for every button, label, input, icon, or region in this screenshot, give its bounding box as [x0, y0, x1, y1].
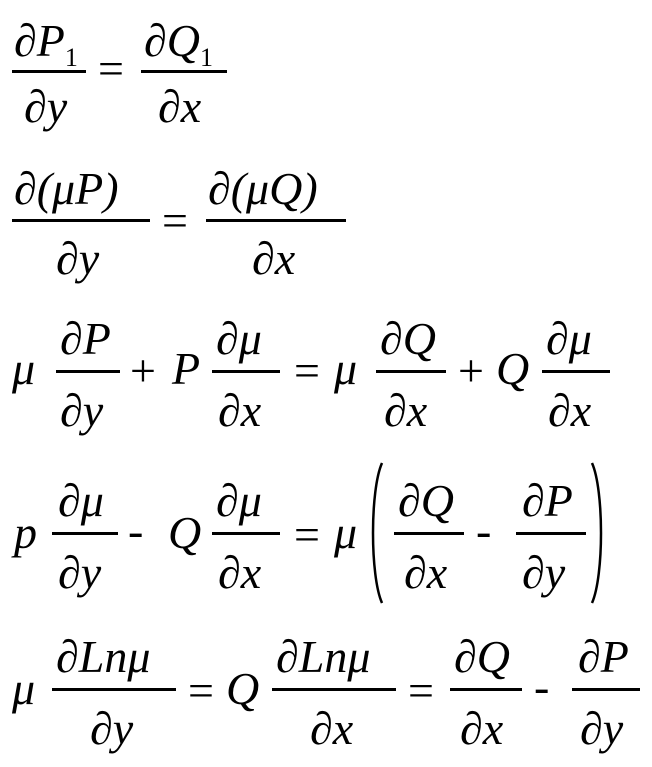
denominator: ∂y: [580, 703, 624, 754]
numerator: ∂Q1: [144, 15, 213, 72]
plus-sign: +: [130, 345, 156, 396]
numerator: ∂μ: [58, 475, 104, 526]
fraction-bar: [516, 532, 586, 535]
equals-sign: =: [188, 665, 214, 716]
denominator: ∂x: [218, 385, 262, 436]
numerator: ∂Q: [380, 313, 436, 364]
denominator: ∂x: [218, 547, 262, 598]
denominator: ∂x: [158, 81, 202, 132]
equals-sign: =: [294, 345, 320, 396]
fraction-bar: [12, 70, 86, 73]
denominator: ∂y: [60, 385, 104, 436]
fraction-bar: [572, 688, 640, 691]
numerator: ∂P: [578, 631, 629, 682]
mu-symbol: μ: [334, 343, 358, 394]
numerator: ∂P: [522, 475, 573, 526]
denominator: ∂y: [24, 81, 68, 132]
numerator: ∂Lnμ: [276, 631, 371, 682]
minus-sign: -: [534, 661, 550, 712]
numerator: ∂(μQ): [208, 163, 318, 214]
numerator: ∂Q: [398, 475, 454, 526]
variable-q: Q: [168, 507, 202, 558]
denominator: ∂y: [90, 703, 134, 754]
mu-symbol: μ: [12, 343, 36, 394]
fraction-bar: [141, 70, 227, 73]
minus-sign: -: [476, 505, 492, 556]
equals-sign: =: [98, 43, 124, 94]
numerator: ∂μ: [546, 313, 592, 364]
mu-symbol: μ: [12, 663, 36, 714]
denominator: ∂y: [58, 547, 102, 598]
numerator: ∂μ: [216, 475, 262, 526]
fraction-bar: [52, 688, 176, 691]
numerator: ∂(μP): [14, 163, 119, 214]
denominator: ∂x: [404, 547, 448, 598]
variable-q: Q: [226, 663, 260, 714]
numerator: ∂Q: [454, 631, 510, 682]
denominator: ∂x: [548, 385, 592, 436]
fraction-bar: [206, 219, 346, 222]
variable-p: p: [14, 507, 37, 558]
plus-sign: +: [458, 345, 484, 396]
right-parenthesis: [590, 462, 603, 604]
fraction-bar: [450, 688, 522, 691]
numerator: ∂P1: [14, 15, 78, 72]
fraction-bar: [272, 688, 396, 691]
variable-q: Q: [496, 343, 530, 394]
fraction-bar: [394, 532, 464, 535]
numerator: ∂P: [60, 313, 111, 364]
fraction-bar: [376, 370, 446, 373]
denominator: ∂x: [460, 703, 504, 754]
equals-sign: =: [162, 195, 188, 246]
denominator: ∂y: [56, 233, 100, 284]
equals-sign: =: [294, 509, 320, 560]
fraction-bar: [212, 370, 280, 373]
equals-sign: =: [408, 665, 434, 716]
denominator: ∂x: [310, 703, 354, 754]
denominator: ∂y: [522, 547, 566, 598]
mu-symbol: μ: [334, 507, 358, 558]
denominator: ∂x: [384, 385, 428, 436]
denominator: ∂x: [252, 233, 296, 284]
fraction-bar: [56, 370, 120, 373]
fraction-bar: [542, 370, 610, 373]
fraction-bar: [212, 532, 280, 535]
minus-sign: -: [128, 505, 144, 556]
fraction-bar: [12, 219, 150, 222]
numerator: ∂μ: [216, 313, 262, 364]
numerator: ∂Lnμ: [56, 631, 151, 682]
fraction-bar: [52, 532, 118, 535]
left-parenthesis: [371, 462, 384, 604]
variable-p: P: [172, 343, 201, 394]
